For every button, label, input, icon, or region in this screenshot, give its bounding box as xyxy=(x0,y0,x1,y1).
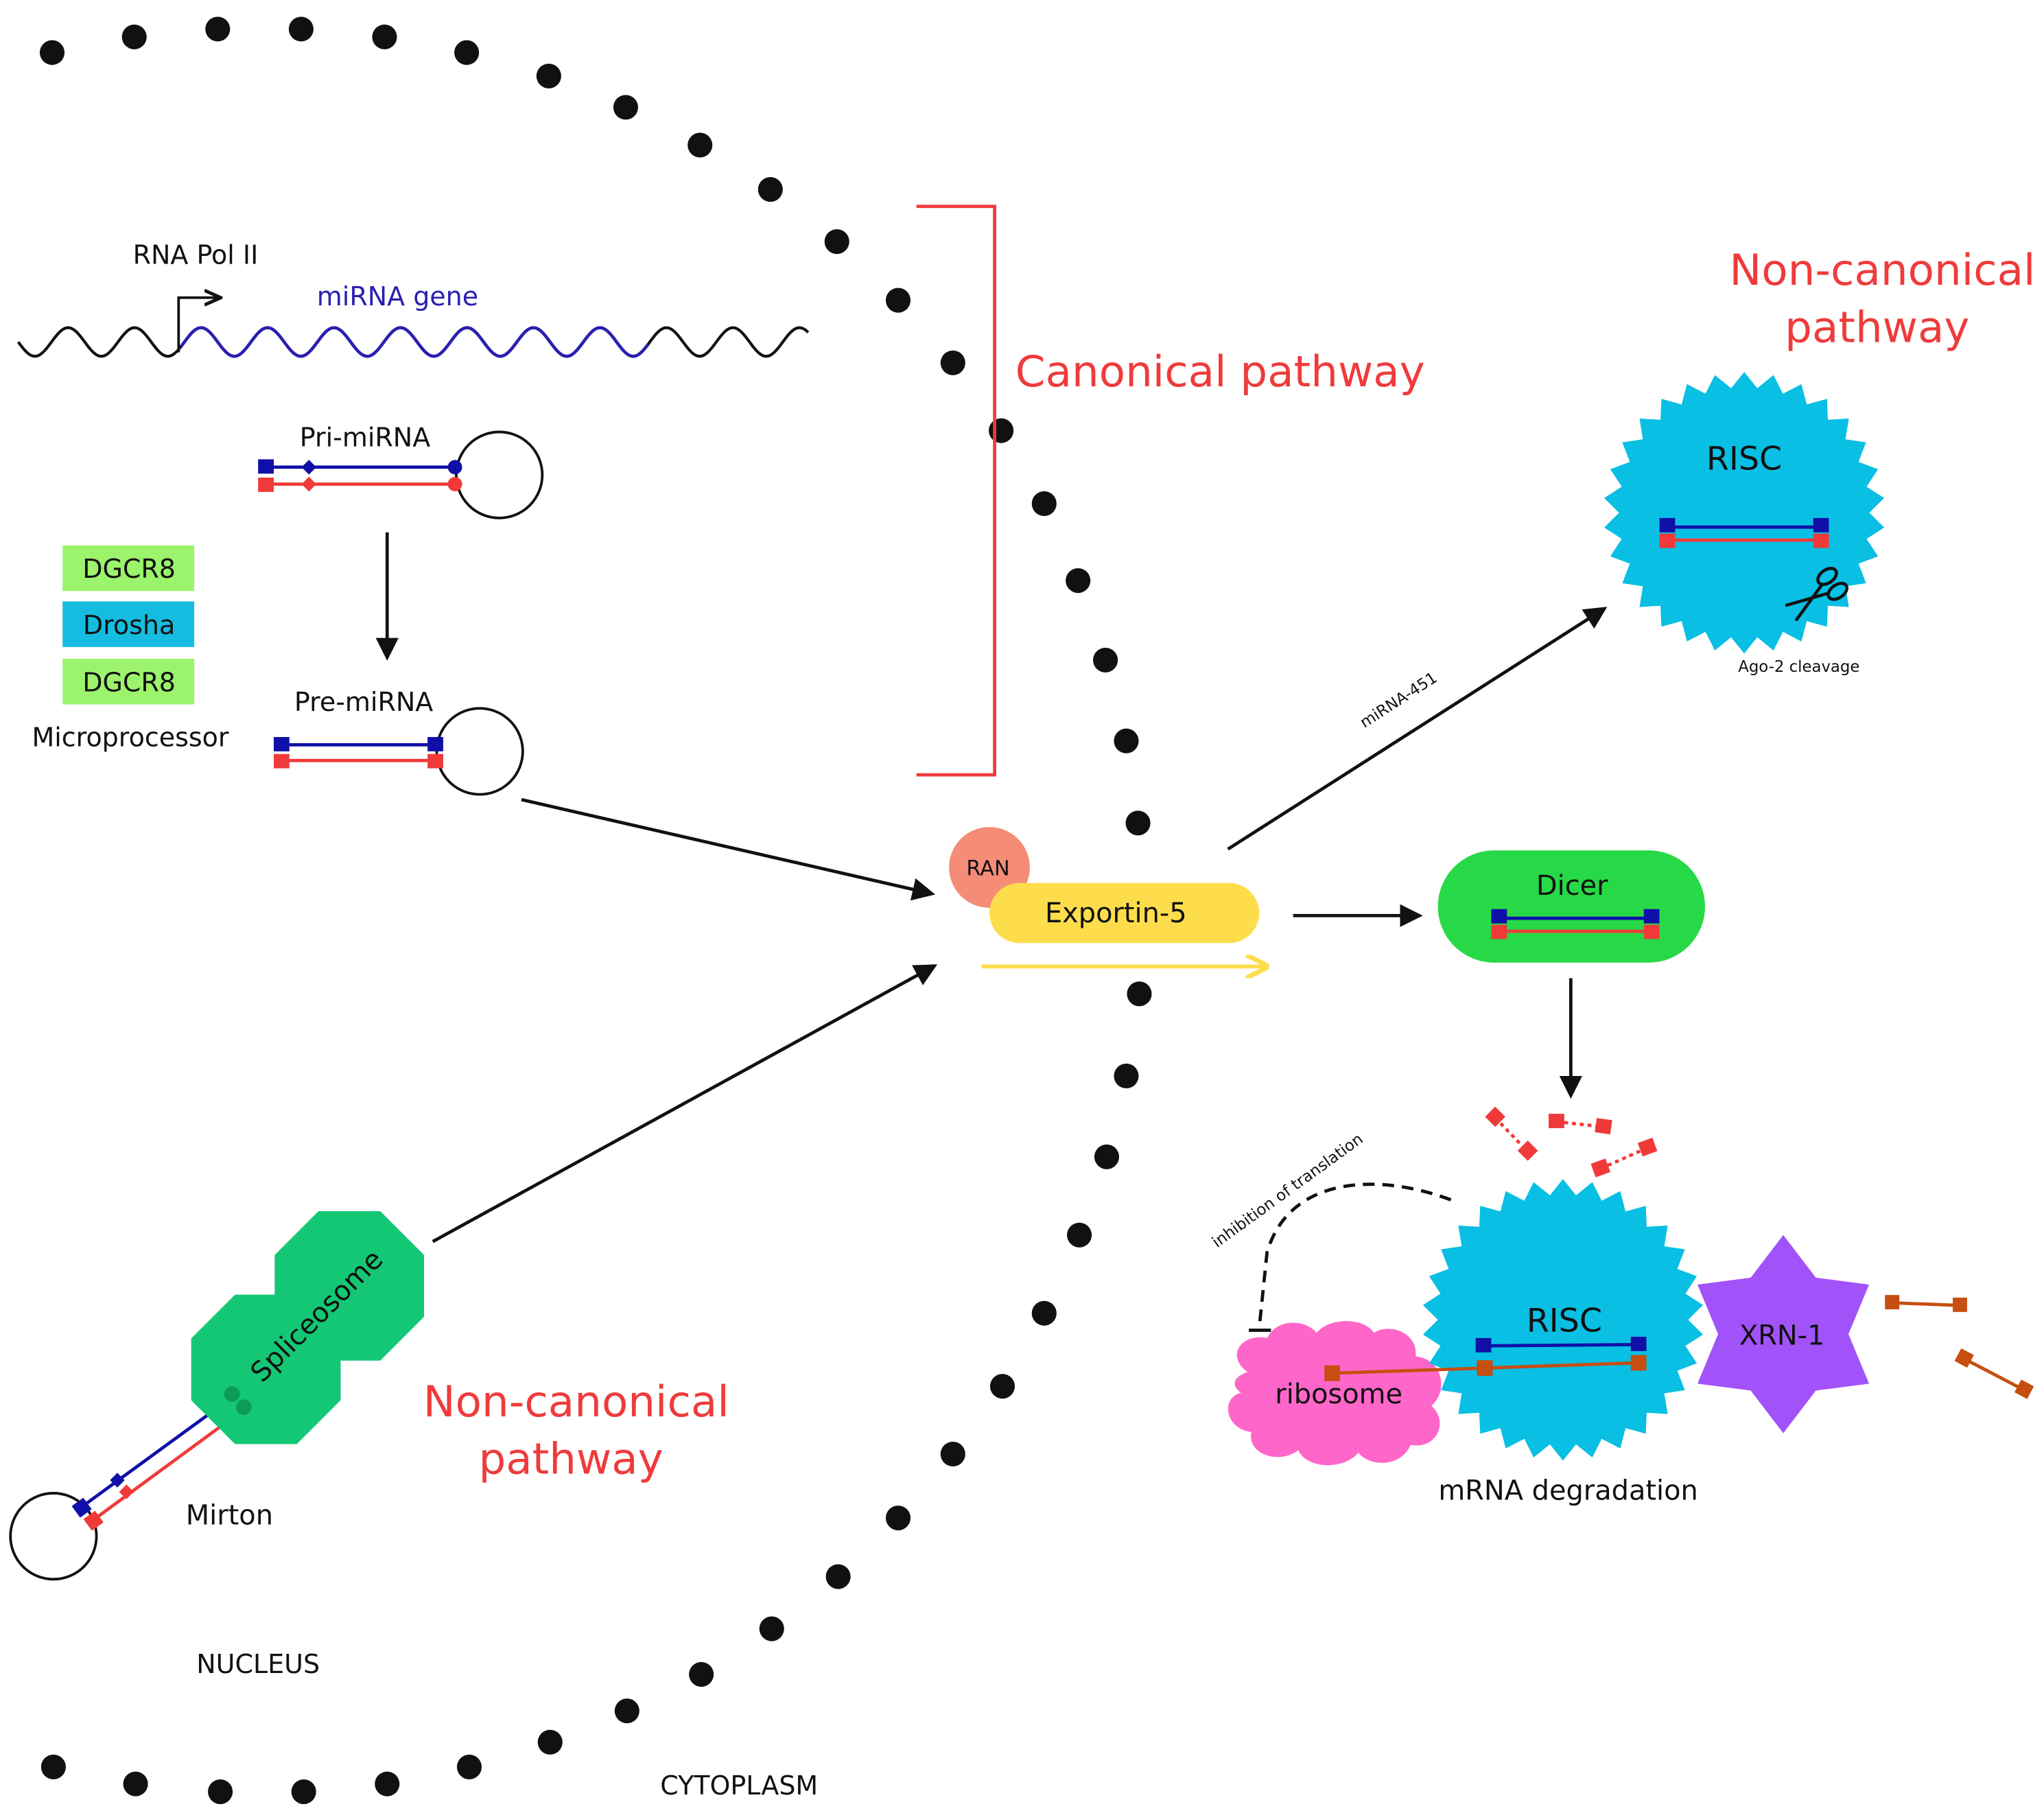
dgcr8-bottom-box xyxy=(62,659,195,705)
membrane-dot xyxy=(536,63,561,89)
inhibition-label: inhibition of translation xyxy=(1209,1130,1367,1252)
membrane-dot xyxy=(759,1616,784,1641)
membrane-dot xyxy=(688,132,713,158)
dgcr8-top-box xyxy=(62,545,195,592)
membrane-dot xyxy=(456,1754,482,1779)
rna-pol-label: RNA Pol II xyxy=(133,239,259,270)
noncanonical-top-label-line2: pathway xyxy=(1785,302,1969,352)
membrane-dot xyxy=(39,40,65,65)
exportin-5-label: Exportin-5 xyxy=(1045,898,1187,929)
noncanonical-bottom-label-line1: Non-canonical xyxy=(423,1377,729,1427)
scissors-icon xyxy=(1785,567,1849,622)
pre-mirna-label: Pre-miRNA xyxy=(294,687,433,717)
membrane-dot xyxy=(121,24,147,49)
arrow-pre-to-exportin xyxy=(521,797,935,901)
membrane-dot xyxy=(1125,810,1151,836)
microprocessor-complex: DGCR8 Drosha DGCR8 Microprocessor xyxy=(32,545,229,752)
membrane-dot xyxy=(1094,1144,1120,1169)
risc-bottom-label: RISC xyxy=(1527,1302,1602,1340)
membrane-dot xyxy=(537,1729,563,1755)
membrane-dot xyxy=(1114,728,1139,753)
ago2-cleavage-label: Ago-2 cleavage xyxy=(1738,658,1859,676)
xrn-1-protein xyxy=(1698,1235,1870,1434)
mrna-degradation-label: mRNA degradation xyxy=(1438,1475,1698,1506)
degraded-mrna-fragments xyxy=(1885,1295,2034,1399)
exportin-5-protein xyxy=(989,882,1260,944)
membrane-dot xyxy=(1127,981,1152,1007)
membrane-dot xyxy=(1067,1222,1092,1248)
membrane-dot xyxy=(208,1779,233,1805)
membrane-dot xyxy=(291,1779,316,1805)
transcription-start-arrow xyxy=(177,298,219,353)
membrane-dot xyxy=(824,229,849,255)
membrane-dot xyxy=(40,1754,66,1779)
exportin-5-complex: RAN Exportin-5 xyxy=(949,827,1265,966)
drosha-box xyxy=(62,601,195,647)
canonical-pathway-label: Canonical pathway xyxy=(1015,347,1425,397)
membrane-dot xyxy=(288,16,314,42)
membrane-dot xyxy=(825,1564,851,1589)
ran-label: RAN xyxy=(966,856,1009,880)
arrow-to-risc-noncanonical xyxy=(1227,607,1608,851)
membrane-dot xyxy=(989,418,1014,443)
membrane-dot xyxy=(1114,1063,1139,1089)
pri-mirna-hairpin xyxy=(258,430,544,519)
risc-top-label: RISC xyxy=(1706,441,1782,478)
membrane-dot xyxy=(1093,647,1118,672)
nucleus-label: NUCLEUS xyxy=(196,1649,320,1679)
risc-top-duplex xyxy=(1659,517,1829,548)
membrane-dot xyxy=(940,1441,965,1466)
membrane-dot xyxy=(989,1374,1015,1399)
dna-strand xyxy=(16,298,810,358)
ribosome-label: ribosome xyxy=(1275,1379,1402,1410)
membrane-dot xyxy=(940,350,965,375)
membrane-dot xyxy=(613,95,638,120)
membrane-dot xyxy=(689,1661,714,1687)
pre-mirna-hairpin xyxy=(273,707,524,796)
membrane-dot xyxy=(454,40,480,65)
membrane-dot xyxy=(1031,1300,1057,1326)
risc-complex-bottom xyxy=(1422,1179,1703,1461)
membrane-dot xyxy=(1066,568,1091,594)
inhibition-arrow xyxy=(1257,1182,1452,1328)
arrow-mirton-to-exportin xyxy=(432,964,938,1243)
mirna-gene-label: miRNA gene xyxy=(317,281,478,312)
microprocessor-label: Microprocessor xyxy=(32,722,228,752)
noncanonical-top-label-line1: Non-canonical xyxy=(1729,245,2035,295)
membrane-dot xyxy=(1031,491,1057,516)
membrane-dot xyxy=(205,16,231,42)
membrane-dot xyxy=(614,1698,639,1724)
mirton-end-red xyxy=(235,1399,252,1415)
mirton-label: Mirton xyxy=(186,1500,273,1532)
risc-complex-top xyxy=(1604,372,1885,654)
mirton-hairpin xyxy=(9,1394,246,1581)
xrn-1-label: XRN-1 xyxy=(1739,1320,1825,1351)
mrna-target xyxy=(1324,1336,1647,1381)
ribosome xyxy=(1227,1321,1442,1466)
dgcr8-bottom-label: DGCR8 xyxy=(82,668,176,698)
cytoplasm-label: CYTOPLASM xyxy=(660,1770,818,1801)
canonical-bracket xyxy=(916,204,996,777)
spliceosome-lobe-lower xyxy=(191,1294,341,1444)
dicer-protein xyxy=(1437,850,1706,963)
drosha-label: Drosha xyxy=(83,610,175,640)
degraded-strand-fragments xyxy=(1485,1106,1658,1178)
membrane-dot xyxy=(885,288,911,313)
membrane-dot xyxy=(375,1771,400,1797)
membrane-dot xyxy=(372,24,397,49)
noncanonical-bottom-label-line2: pathway xyxy=(478,1434,663,1484)
dicer-label: Dicer xyxy=(1536,870,1608,902)
pri-mirna-label: Pri-miRNA xyxy=(300,422,430,452)
membrane-dot xyxy=(757,177,783,202)
dicer-duplex xyxy=(1491,909,1660,939)
membrane-dot xyxy=(885,1505,911,1531)
membrane-dot xyxy=(123,1771,148,1797)
mirton-end-blue xyxy=(224,1386,240,1402)
nuclear-membrane xyxy=(39,16,1152,1805)
dgcr8-top-label: DGCR8 xyxy=(82,554,176,584)
